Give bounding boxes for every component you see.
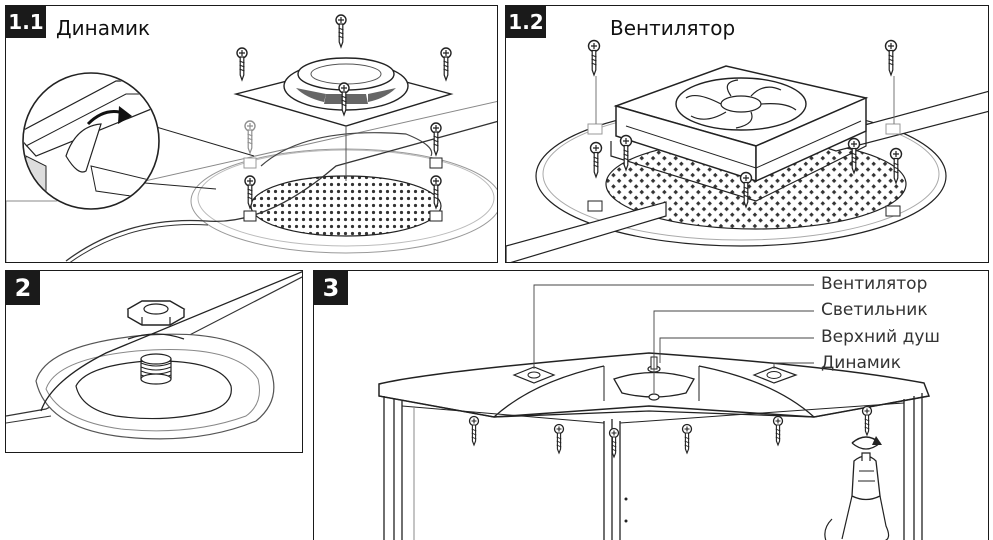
step-badge-1-1: 1.1 [6,6,46,38]
nut-mount-illustration [6,271,302,440]
step-badge-1-2: 1.2 [506,6,546,38]
callout-fan: Вентилятор [821,274,928,294]
rotate-arrow-icon [851,436,882,450]
fan-install-illustration [506,39,988,262]
step-badge-2: 2 [6,271,40,305]
step-badge-3: 3 [314,271,348,305]
panel-roof-assembly: 3 [313,270,989,540]
shower-cabin-roof-illustration [378,284,931,540]
speaker-install-illustration [6,14,497,262]
callout-overhead-shower: Верхний душ [821,327,940,347]
panel-speaker: 1.1 Динамик [5,5,498,263]
panel-title-speaker: Динамик [56,16,151,40]
callout-light: Светильник [821,300,928,320]
nut-icon [126,300,186,326]
callout-speaker: Динамик [821,353,902,373]
drill-icon [824,452,890,540]
panel-fan: 1.2 Вентилятор [505,5,989,263]
panel-title-fan: Вентилятор [610,16,736,40]
panel-shower-head-mount: 2 [5,270,303,453]
